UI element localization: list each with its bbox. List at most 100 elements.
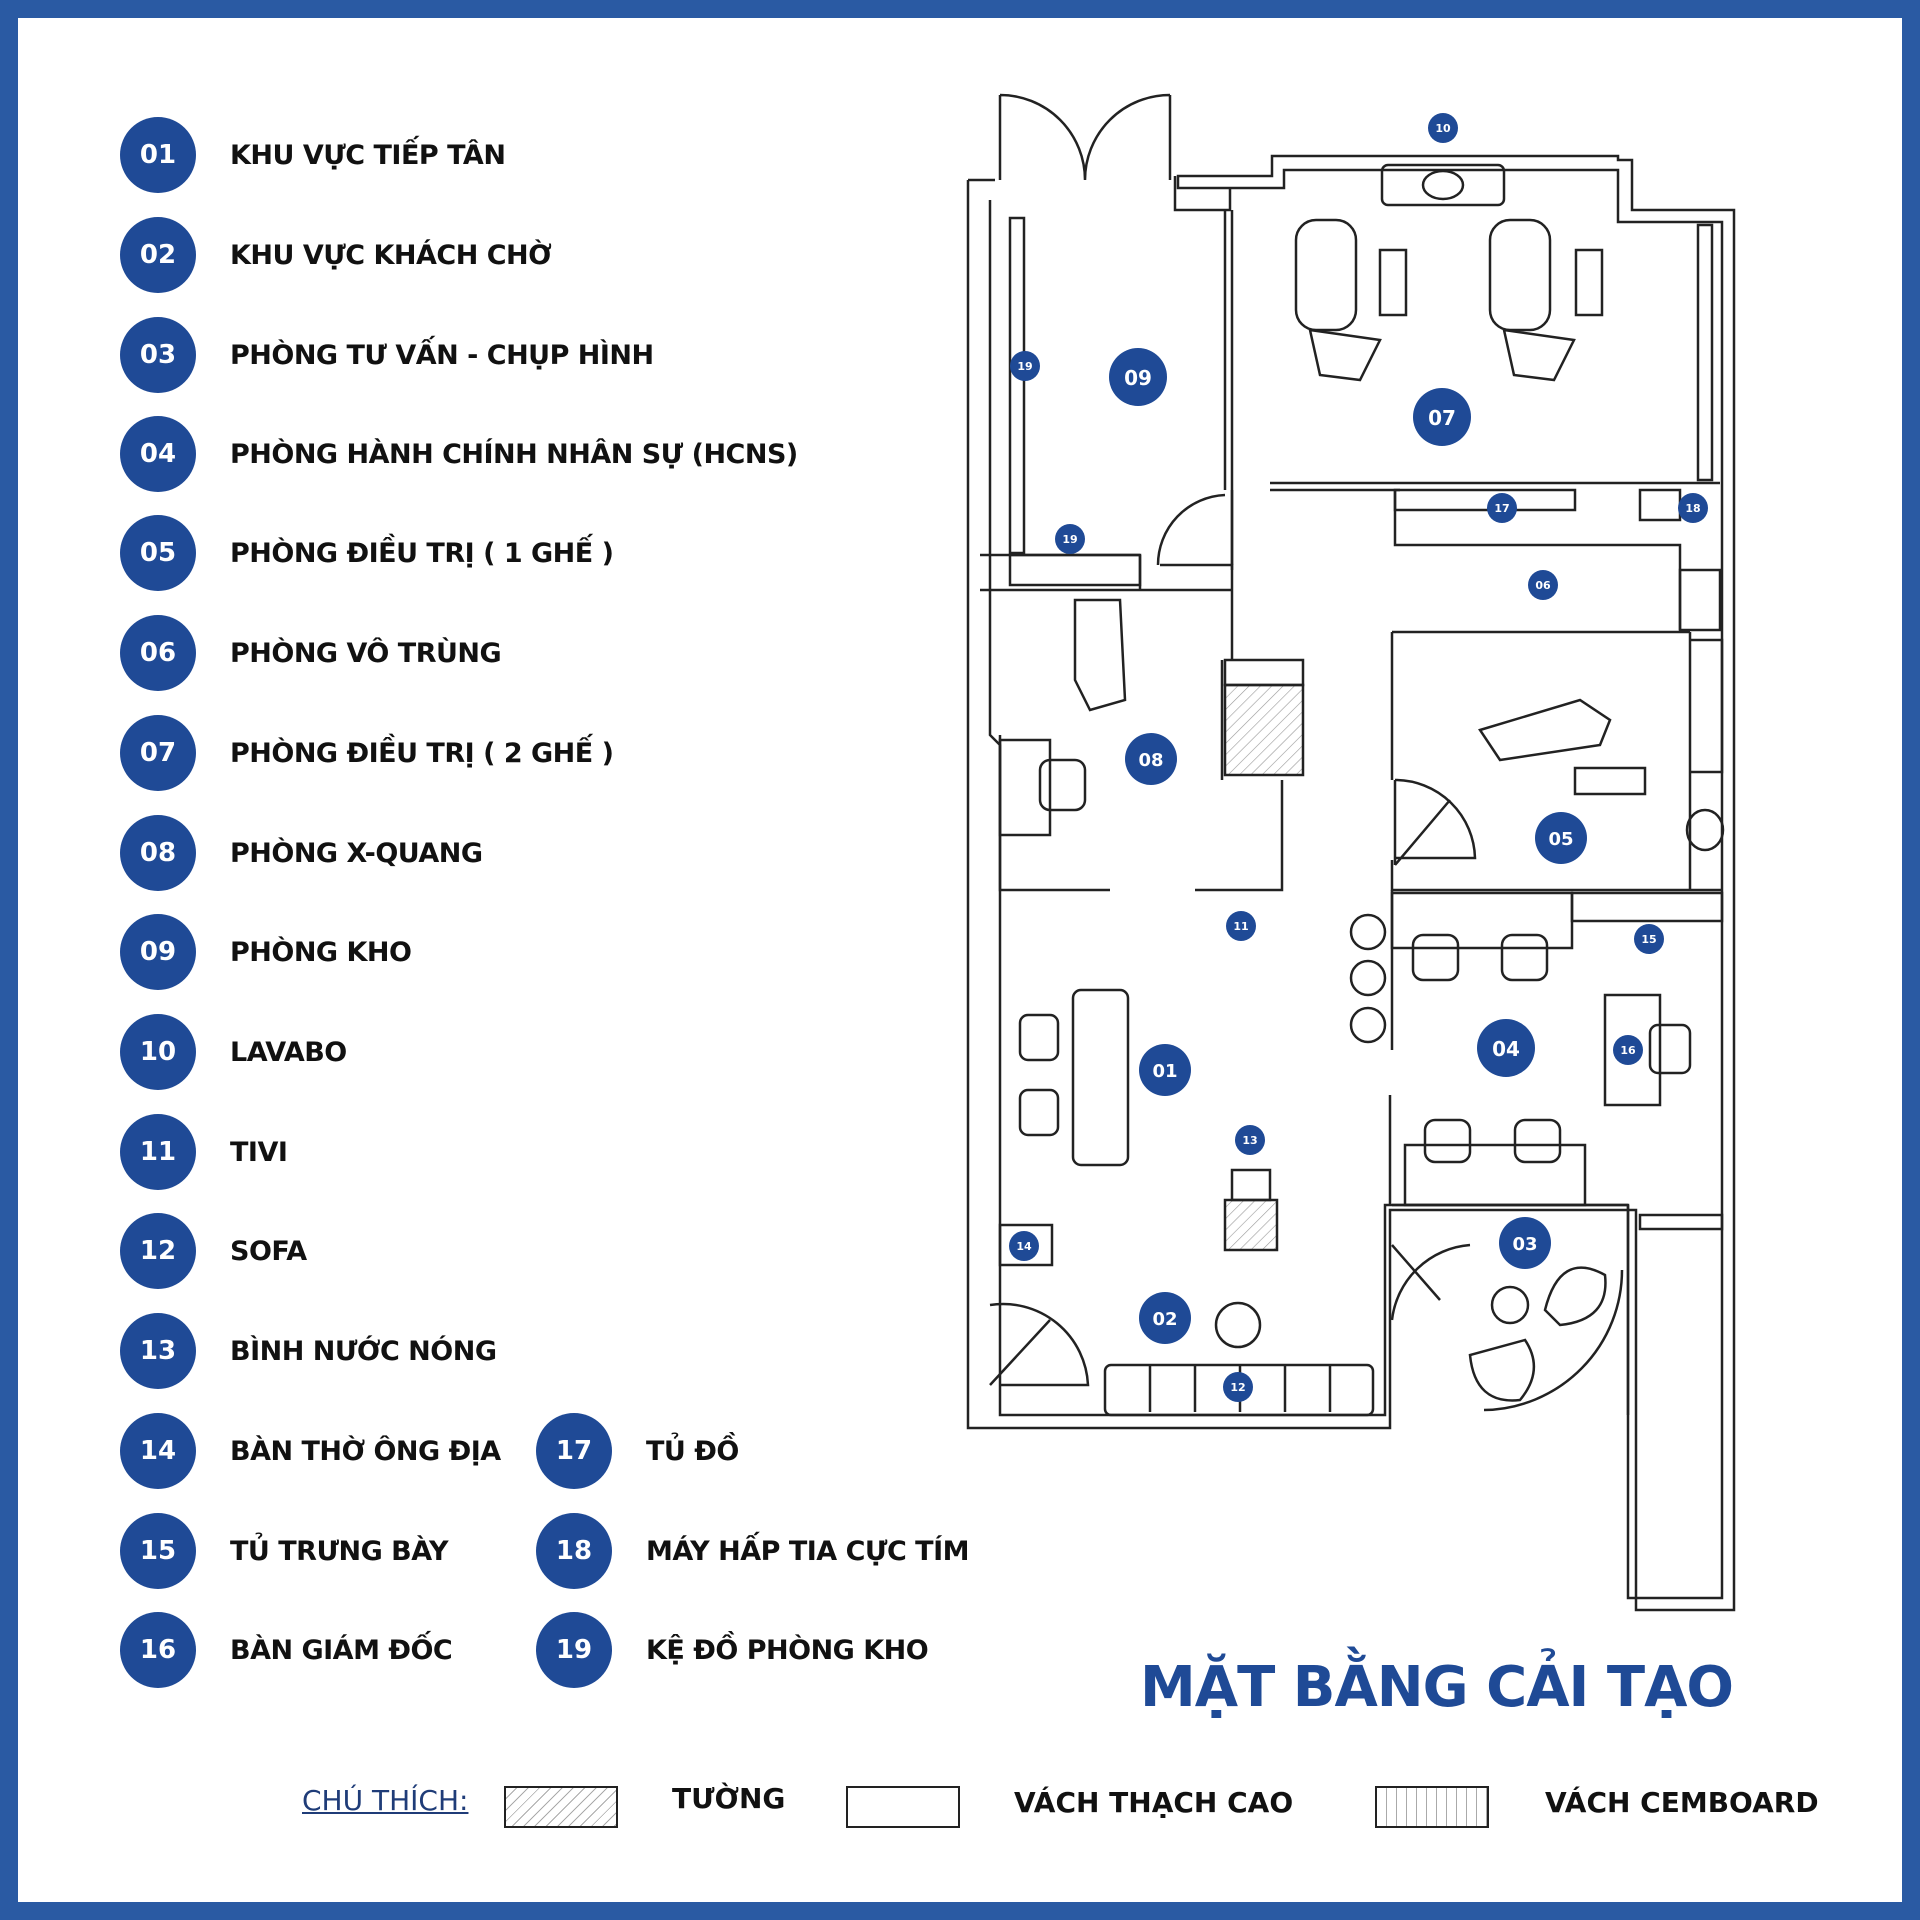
marker-label: 10 (1435, 122, 1451, 135)
legend-label: TIVI (230, 1136, 288, 1168)
altar-14 (998, 1223, 1054, 1267)
chair-07-b (1488, 218, 1552, 332)
legend-label: PHÒNG ĐIỀU TRỊ ( 2 GHẾ ) (230, 737, 614, 769)
wall-06-05 (1390, 630, 1724, 890)
director-chair (1648, 1023, 1692, 1075)
legend-number-badge: 16 (120, 1612, 196, 1688)
chair-03-b (1468, 1338, 1536, 1402)
plan-marker-15: 15 (1634, 924, 1664, 954)
legend-number-badge: 14 (120, 1413, 196, 1489)
plan-marker-08: 08 (1125, 733, 1177, 785)
wall-08 (980, 588, 1284, 892)
tray-07-a (1378, 248, 1408, 317)
sink-05 (1685, 808, 1725, 852)
desk-08 (998, 738, 1052, 837)
dental-chair-05 (1478, 698, 1612, 762)
water-heater-top (1230, 1168, 1272, 1202)
legend-number-badge: 02 (120, 217, 196, 293)
legend-number-badge: 01 (120, 117, 196, 193)
lavabo-10 (1380, 163, 1506, 207)
marker-label: 13 (1242, 1134, 1257, 1147)
plan-marker-06: 06 (1528, 570, 1558, 600)
key-label: CHÚ THÍCH: (302, 1784, 469, 1817)
legend-label: PHÒNG ĐIỀU TRỊ ( 1 GHẾ ) (230, 537, 614, 569)
plan-marker-18: 18 (1678, 493, 1708, 523)
stool-c (1349, 1006, 1387, 1044)
legend-number-badge: 07 (120, 715, 196, 791)
plan-marker-05: 05 (1535, 812, 1587, 864)
plan-marker-07: 07 (1413, 388, 1471, 446)
corridor-block (1638, 1213, 1724, 1231)
legend-item-18: 18 MÁY HẤP TIA CỰC TÍM (536, 1513, 970, 1589)
door-09 (1156, 490, 1234, 570)
legend-number-badge: 09 (120, 914, 196, 990)
legend-label: BÌNH NƯỚC NÓNG (230, 1335, 497, 1367)
north-wall-left (968, 176, 1232, 212)
legend-item-02: 02 KHU VỰC KHÁCH CHỜ (120, 217, 552, 293)
stool-b (1349, 959, 1387, 997)
stool-a (1349, 913, 1387, 951)
plan-marker-19b: 19 (1055, 524, 1085, 554)
legend-label: LAVABO (230, 1036, 347, 1068)
legend-label: PHÒNG X-QUANG (230, 837, 483, 869)
marker-label: 03 (1512, 1234, 1537, 1255)
drywall-swatch (846, 1786, 960, 1828)
reception-desk (1071, 988, 1130, 1167)
arc-wall-03 (1483, 1269, 1624, 1412)
chair-07-b-seat (1502, 328, 1576, 382)
plan-marker-13: 13 (1235, 1125, 1265, 1155)
legend-label: BÀN THỜ ÔNG ĐỊA (230, 1435, 501, 1467)
key-wall-label: TƯỜNG (672, 1782, 786, 1815)
cabinet-17 (1393, 488, 1577, 512)
legend-label: PHÒNG TƯ VẤN - CHỤP HÌNH (230, 339, 654, 371)
legend-number-badge: 08 (120, 815, 196, 891)
marker-label: 18 (1685, 502, 1700, 515)
outer-wall-inner (988, 168, 1724, 1600)
legend-number-badge: 13 (120, 1313, 196, 1389)
legend-label: KHU VỰC TIẾP TÂN (230, 139, 506, 171)
legend-label: MÁY HẤP TIA CỰC TÍM (646, 1535, 970, 1567)
legend-label: PHÒNG KHO (230, 936, 412, 968)
legend-number-badge: 18 (536, 1513, 612, 1589)
chair-01-a (1018, 1013, 1060, 1062)
xray-box (1223, 658, 1305, 687)
legend-item-13: 13 BÌNH NƯỚC NÓNG (120, 1313, 497, 1389)
table-03 (1490, 1285, 1530, 1325)
key-drywall-label: VÁCH THẠCH CAO (1014, 1786, 1294, 1819)
chair-07-a-seat (1308, 328, 1382, 382)
chair-07-a (1294, 218, 1358, 332)
cemboard-swatch (1375, 1786, 1489, 1828)
xray-machine (1073, 598, 1127, 712)
legend-item-19: 19 KỆ ĐỒ PHÒNG KHO (536, 1612, 929, 1688)
legend-number-badge: 10 (120, 1014, 196, 1090)
marker-label: 15 (1641, 933, 1656, 946)
legend-label: TỦ ĐỒ (646, 1435, 739, 1467)
water-heater-13 (1223, 1198, 1279, 1252)
legend-label: KỆ ĐỒ PHÒNG KHO (646, 1634, 929, 1666)
plan-marker-10: 10 (1428, 113, 1458, 143)
plan-marker-17: 17 (1487, 493, 1517, 523)
marker-label: 02 (1152, 1309, 1177, 1330)
legend-label: KHU VỰC KHÁCH CHỜ (230, 239, 552, 271)
legend-number-badge: 19 (536, 1612, 612, 1688)
marker-label: 04 (1492, 1037, 1520, 1061)
round-table-02 (1214, 1301, 1262, 1349)
marker-label: 01 (1152, 1061, 1177, 1082)
chair-01-b (1018, 1088, 1060, 1137)
legend-item-08: 08 PHÒNG X-QUANG (120, 815, 483, 891)
door-03 (1390, 1243, 1471, 1321)
marker-label: 06 (1535, 579, 1551, 592)
marker-label: 07 (1428, 406, 1456, 430)
legend-number-badge: 12 (120, 1213, 196, 1289)
door-02 (989, 1302, 1090, 1387)
marker-label: 19 (1062, 533, 1077, 546)
shelf-19-left (1008, 216, 1026, 555)
lavabo-basin (1421, 169, 1465, 201)
marker-label: 09 (1124, 366, 1152, 390)
legend-item-09: 09 PHÒNG KHO (120, 914, 412, 990)
